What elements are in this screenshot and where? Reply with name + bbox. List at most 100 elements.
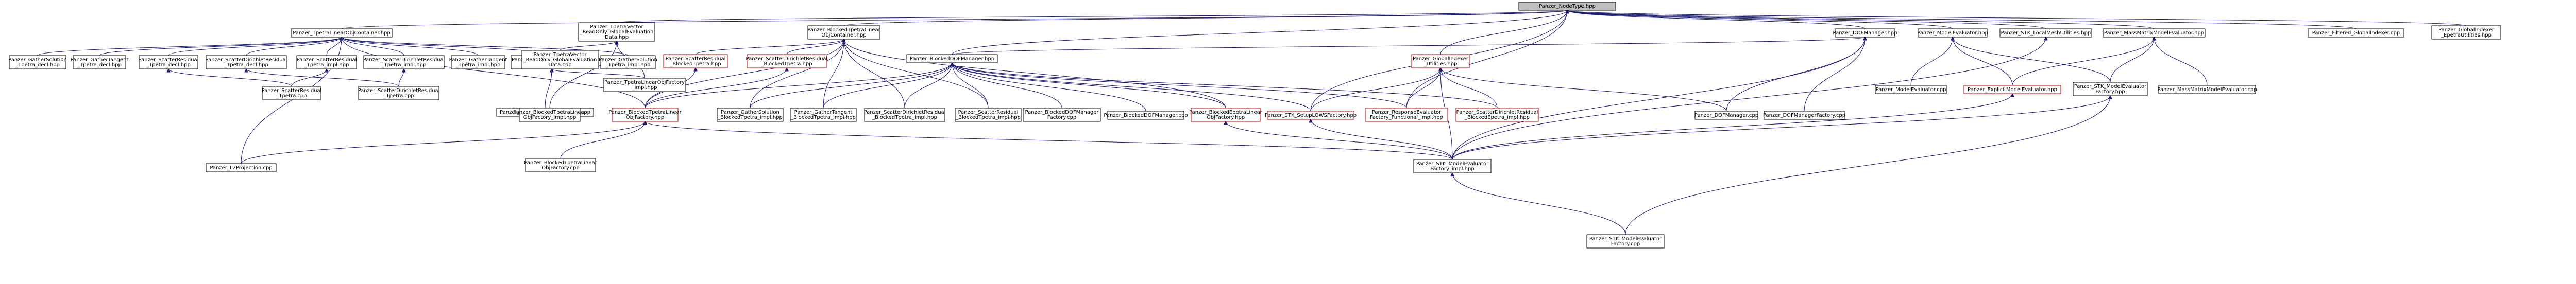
node-bdofmgrcpp[interactable]: Panzer_BlockedDOFManager.cpp (1104, 111, 1188, 120)
edge-trlinobj-sdrdecl (246, 37, 342, 56)
node-gtdecl[interactable]: Panzer_GatherTangent_Tpetra_decl.hpp (71, 55, 129, 69)
node-stksetup[interactable]: Panzer_STK_SetupLOWSFactory.hpp (1265, 111, 1357, 120)
node-gtbt[interactable]: Panzer_GatherTangent_BlockedTpetra_impl.… (790, 108, 857, 122)
node-lrprojection[interactable]: Panzer_L2Projection.cpp (206, 163, 277, 172)
node-box (603, 78, 686, 92)
node-label: Panzer_ResponseEvaluator (1372, 110, 1442, 115)
edge-dofmgr-stkmefacimpl (1452, 37, 1865, 160)
node-label: Panzer_BlockedTpetraLinear (807, 27, 880, 33)
node-label: Panzer_BlockedEpetraLinear (1189, 110, 1263, 115)
node-gsbt[interactable]: Panzer_GatherSolution_BlockedTpetra_impl… (717, 108, 784, 122)
node-box (1365, 108, 1448, 122)
edge-btloc-belof (844, 39, 1226, 109)
node-box (291, 28, 393, 38)
edge-btloc-srbt (695, 39, 844, 55)
node-box (906, 54, 998, 63)
node-btlofimpl[interactable]: Panzer_BlockedTpetraLinearObjFactory_imp… (513, 108, 587, 122)
node-srimpl[interactable]: Panzer_ScatterResidual_Tpetra_impl.hpp (296, 55, 357, 69)
node-sdrdecl[interactable]: Panzer_ScatterDirichletResidual_Tpetra_d… (206, 55, 287, 69)
node-gtimpl[interactable]: Panzer_GatherTangent_Tpetra_impl.hpp (449, 55, 507, 69)
node-sdrcpp[interactable]: Panzer_ScatterDirichletResidual_Tpetra.c… (358, 86, 440, 100)
node-box (206, 163, 277, 172)
node-btloc[interactable]: Panzer_BlockedTpetraLinearObjContainer.h… (807, 25, 881, 40)
node-srbt[interactable]: Panzer_ScatterResidual_BlockedTpetra.hpp (663, 54, 728, 68)
node-tlofimplh[interactable]: Panzer_TpetraLinearObjFactory_impl.hpp (603, 78, 686, 92)
node-stklocal[interactable]: Panzer_STK_LocalMeshUtilities.hpp (1999, 28, 2092, 38)
node-sdrbtimpl[interactable]: Panzer_ScatterDirichletResidual_BlockedT… (864, 108, 946, 122)
node-box (1191, 108, 1261, 122)
node-label: Panzer_GlobalIndexer (2438, 27, 2495, 33)
node-box (521, 50, 599, 69)
edge-mmeval-mmevalcpp (2154, 37, 2208, 86)
edge-root-stklocal (1567, 10, 2046, 29)
edge-tlofdecl-tlofimplh (552, 69, 645, 79)
node-box (451, 55, 505, 69)
node-modeleval[interactable]: Panzer_ModelEvaluator.hpp (1917, 28, 1988, 38)
node-dofmgr[interactable]: Panzer_DOFManager.hpp (1833, 28, 1897, 38)
node-gsimpl[interactable]: Panzer_GatherSolution_Tpetra_impl.hpp (599, 55, 657, 69)
edge-dofmgr-dofmgrfac (1804, 37, 1865, 112)
node-label: _Tpetra_decl.hpp (15, 62, 60, 68)
node-modelevalcpp[interactable]: Panzer_ModelEvaluator.cpp (1875, 85, 1947, 94)
node-respeval[interactable]: Panzer_ResponseEvaluatorFactory_Function… (1365, 108, 1448, 122)
node-label: Factory_Functional_impl.hpp (1370, 115, 1443, 120)
node-gsdecl[interactable]: Panzer_GatherSolution_Tpetra_decl.hpp (8, 55, 67, 69)
node-root[interactable]: Panzer_NodeType.hpp (1518, 2, 1616, 11)
node-dofmgrfac[interactable]: Panzer_DOFManagerFactory.cpp (1763, 111, 1845, 120)
node-srcpp[interactable]: Panzer_ScatterResidual_Tpetra.cpp (262, 86, 322, 100)
edge-bdofmgr-stksetup (952, 63, 1311, 112)
node-box (1694, 111, 1758, 120)
node-label: _Tpetra_impl.hpp (304, 62, 349, 68)
node-sdrbe[interactable]: Panzer_ScatterDirichletResidual_BlockedE… (1455, 108, 1539, 122)
edge-bdofmgr-bdofmgrcpp (952, 63, 1146, 112)
edge-root-btloc (843, 10, 1567, 26)
node-label: Panzer_L2Projection.cpp (210, 165, 272, 171)
node-label: _BlockedEpetra_impl.hpp (1464, 115, 1530, 120)
node-box (747, 54, 827, 68)
node-label: Panzer_BlockedDOFManager.hpp (910, 56, 994, 62)
node-label: ObjFactory.hpp (626, 115, 664, 120)
node-dofmgrcpp[interactable]: Panzer_DOFManager.cpp (1694, 111, 1758, 120)
node-mmeval[interactable]: Panzer_MassMatrixModelEvaluator.hpp (2103, 28, 2206, 38)
node-srdecl[interactable]: Panzer_ScatterResidual_Tpetra_decl.hpp (139, 55, 199, 69)
edge-btloc-sdrbt (786, 39, 844, 55)
node-explicitme[interactable]: Panzer_ExplicitModelEvaluator.hpp (1963, 85, 2061, 94)
node-srbtimpl[interactable]: Panzer_ScatterResidual_BlockedTpetra_imp… (955, 108, 1022, 122)
node-label: Panzer_ScatterResidual (666, 56, 726, 62)
edge-root-globalidx (1567, 10, 2467, 26)
node-label: Panzer_STK_LocalMeshUtilities.hpp (2001, 30, 2091, 36)
edge-trlinobj-srdecl (168, 37, 342, 56)
edge-bdofmgr-bdofmgrfac (952, 63, 1062, 109)
node-mmevalcpp[interactable]: Panzer_MassMatrixModelEvaluator.cpp (2157, 85, 2257, 94)
node-tgvcpp[interactable]: Panzer_TpetraVector_ReadOnly_GlobalEvalu… (521, 50, 599, 69)
node-box (262, 86, 321, 100)
node-box (2431, 25, 2501, 40)
edge-btloc-btlofhpp (645, 39, 844, 109)
node-sdrbt[interactable]: Panzer_ScatterDirichletResidual_BlockedT… (746, 54, 828, 68)
node-label: Panzer_ExplicitModelEvaluator.hpp (1968, 87, 2057, 93)
node-label: Data.cpp (548, 62, 571, 68)
node-label: _BlockedTpetra.hpp (669, 61, 721, 67)
node-bdofmgr[interactable]: Panzer_BlockedDOFManager.hpp (906, 54, 998, 63)
node-box (9, 55, 66, 69)
node-label: Panzer_ScatterResidual (262, 88, 322, 94)
node-gidxutil[interactable]: Panzer_GlobalIndexer_Utilities.hpp (1411, 54, 1470, 68)
node-stkmefacimpl[interactable]: Panzer_STK_ModelEvaluatorFactory_impl.hp… (1413, 159, 1492, 173)
node-tgv[interactable]: Panzer_TpetraVector_ReadOnly_GlobalEvalu… (578, 22, 655, 42)
node-sdrimpl[interactable]: Panzer_ScatterDirichletResidual_Tpetra_i… (363, 55, 445, 69)
edge-root-respeval (1406, 10, 1567, 109)
edge-gidxutil-respeval (1406, 68, 1440, 109)
node-globalidx[interactable]: Panzer_GlobalIndexer_EpetraUtilities.hpp (2431, 25, 2501, 40)
node-filtered[interactable]: Panzer_Filtered_GlobalIndexer.cpp (2308, 28, 2404, 38)
node-box (1999, 28, 2092, 38)
edge-sdrimpl-sdrcpp (398, 69, 404, 87)
node-box (525, 158, 596, 172)
node-trlinobj[interactable]: Panzer_TpetraLinearObjContainer.hpp (291, 28, 393, 38)
node-box (1518, 2, 1616, 11)
